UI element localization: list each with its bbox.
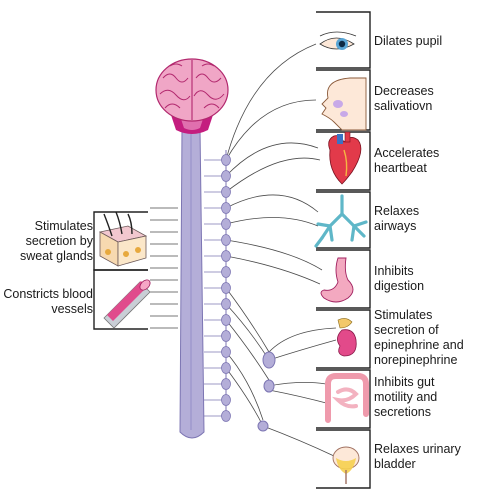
nerve-fiber: [262, 425, 335, 457]
nerve-fiber: [225, 142, 319, 177]
nerve-fiber: [225, 194, 319, 213]
eye-icon: [319, 31, 357, 50]
intestines-icon: [325, 373, 369, 423]
label-heart: Accelerates heartbeat: [374, 146, 440, 175]
nerve-fiber: [268, 339, 337, 361]
organ-panel-frame: [316, 309, 371, 369]
nerve-fiber: [225, 43, 317, 161]
stomach-icon: [320, 257, 354, 303]
ganglion: [221, 170, 231, 182]
airways-icon: [314, 194, 368, 248]
salivary-gland-icon: [321, 77, 367, 131]
nerve-fiber: [225, 303, 270, 361]
nerve-fiber: [225, 217, 319, 227]
nerve-fiber: [225, 351, 264, 421]
sympathetic-ganglia-chain: [204, 150, 231, 422]
nerve-fiber: [268, 327, 337, 353]
organ-panel-frame: [316, 249, 371, 309]
label-salivary: Decreases salivatiovn: [374, 84, 434, 113]
ganglion: [221, 218, 231, 230]
skin-panels: [93, 211, 148, 330]
ganglion: [221, 202, 231, 214]
label-lungs: Relaxes airways: [374, 204, 420, 233]
nerve-fiber: [225, 99, 317, 161]
ganglion: [221, 330, 231, 342]
spinal-cord: [179, 127, 205, 439]
organ-panel-frame: [316, 429, 371, 489]
label-adrenal: Stimulates secretion of epinephrine and …: [374, 308, 464, 367]
ganglion: [221, 266, 231, 278]
nerve-fiber: [268, 389, 331, 405]
organ-panel-frame: [316, 191, 371, 249]
label-stomach: Inhibits digestion: [374, 264, 425, 293]
adrenal-gland-icon: [337, 318, 357, 357]
ganglion: [221, 362, 231, 374]
nerve-fiber: [268, 382, 327, 387]
organ-panel-frame: [316, 11, 371, 69]
label-sweat-glands: Stimulates secretion by sweat glands: [20, 219, 93, 263]
ganglion: [221, 394, 231, 406]
ganglion: [221, 410, 231, 422]
label-intestines: Inhibits gut motility and secretions: [374, 375, 438, 419]
nerve-fiber: [225, 239, 323, 271]
ganglion: [221, 282, 231, 294]
label-eye: Dilates pupil: [374, 34, 443, 48]
ganglion: [221, 154, 231, 166]
ganglion: [221, 378, 231, 390]
blood-vessel-icon: [103, 279, 151, 329]
brain: [155, 58, 229, 122]
nerve-fiber: [225, 367, 264, 427]
ganglion: [221, 234, 231, 246]
ganglion: [221, 186, 231, 198]
label-blood-vessel: Constricts blood vessels: [3, 287, 93, 316]
skin-nerve-branches: [150, 207, 178, 329]
organ-panels: [316, 11, 371, 489]
collateral-ganglia: [257, 351, 276, 432]
bladder-icon: [332, 446, 360, 484]
heart-icon: [328, 131, 362, 185]
label-bladder: Relaxes urinary bladder: [374, 442, 461, 471]
ganglion: [221, 314, 231, 326]
sweat-gland-icon: [98, 211, 148, 267]
ganglion: [221, 346, 231, 358]
ganglion: [221, 250, 231, 262]
nerve-fiber: [225, 287, 270, 353]
nerve-fiber: [225, 255, 321, 285]
nerve-fiber: [225, 319, 270, 381]
nerve-fiber: [225, 157, 321, 193]
organ-panel-frame: [316, 369, 371, 429]
organ-panel-frame: [316, 131, 371, 191]
ganglion: [221, 298, 231, 310]
